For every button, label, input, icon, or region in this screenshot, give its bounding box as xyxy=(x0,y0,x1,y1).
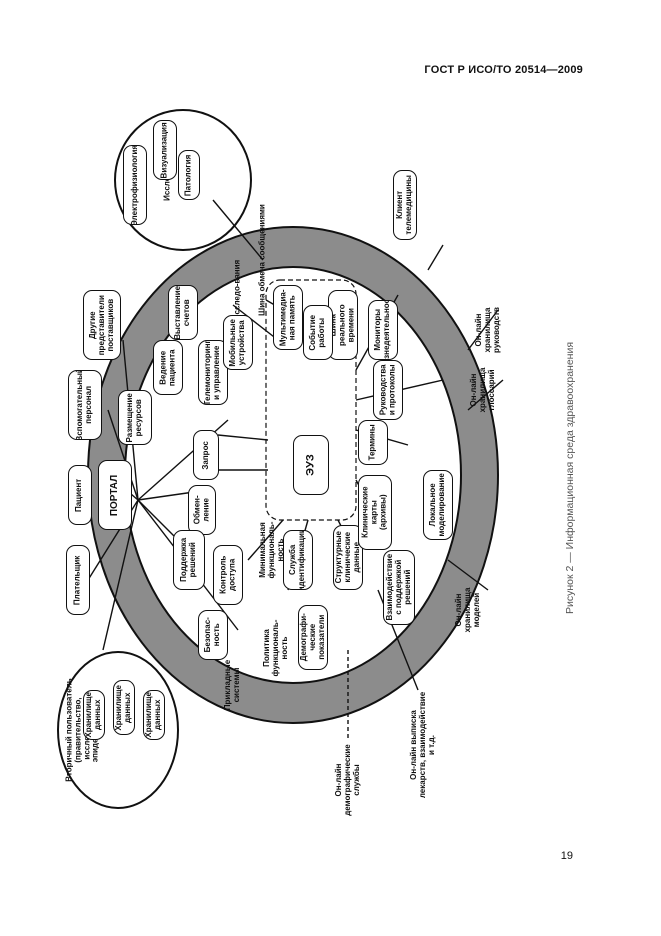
investigations-label: Исследо-вания xyxy=(232,259,242,321)
electrophysiology-box: Электрофизиология xyxy=(123,145,147,225)
portal-box: ПОРТАЛ xyxy=(98,460,132,530)
other-providers-box: Другие представители поставщиков xyxy=(83,290,121,360)
pathology-box: Патология xyxy=(178,150,200,200)
telemetry-box: Клиент телемедицины xyxy=(393,170,417,240)
query-box: Запрос xyxy=(193,430,219,480)
billing-box: Выставление счетов xyxy=(168,285,198,340)
imaging-box: Визуализация xyxy=(153,120,177,180)
core-dashed-region xyxy=(265,279,357,521)
data-store-box-3: Хранилище данных xyxy=(143,690,165,740)
data-store-box-2: Хранилище данных xyxy=(113,680,135,735)
security-box: Безопас-ность xyxy=(198,610,228,660)
terms-box: Термины xyxy=(358,420,388,465)
online-terms-label: Он-лайн хранилища глоссарий xyxy=(468,367,496,413)
payer-box: Плательщик xyxy=(66,545,90,615)
mobile-box: Мобильные устройства xyxy=(223,315,253,370)
local-model-box: Локальное моделирование xyxy=(423,470,453,540)
event-svc-box: Событие работы xyxy=(303,305,333,360)
data-store-box-1: Хранилище данных xyxy=(83,690,105,740)
patient-box: Пациент xyxy=(68,465,92,525)
online-demo-label: Он-лайн демографические службы xyxy=(333,744,361,816)
policy-label: Политика функциональ-ность xyxy=(261,619,289,677)
online-models-label: Он-лайн хранилища моделей xyxy=(453,587,481,633)
decision-support-box: Поддержка решений xyxy=(173,530,205,590)
infra-label: Прикладные системы xyxy=(223,659,241,711)
interaction-box: Взаимодействие с поддержкой решений xyxy=(383,550,415,625)
multimedia-box: Мультимедиа-ная память xyxy=(273,285,303,350)
aux-staff-box: Вспомогательный персонал xyxy=(68,370,102,440)
monitors-box: Мониторы жизнедеятельности xyxy=(368,300,398,360)
min-func-label: Минимальная функциональ-ность xyxy=(257,521,285,579)
guides-box: Руководства и протоколы xyxy=(373,360,403,420)
healthcare-information-diagram: Исследования Электрофизиология Визуализа… xyxy=(48,90,568,830)
patient-index-box: Ведение пациента xyxy=(153,340,183,395)
document-code: ГОСТ Р ИСО/ТО 20514—2009 xyxy=(424,64,583,76)
demographics-box: Демографи-ческие показатели xyxy=(298,605,328,670)
message-bus-label: Шина обмена сообщениями xyxy=(257,204,267,316)
access-control-box: Контроль доступа xyxy=(213,545,243,605)
page-number: 19 xyxy=(560,850,573,862)
exchange-box: Обмен-ление xyxy=(188,485,216,535)
id-service-box: Служба идентификации xyxy=(283,530,313,590)
clinical-records-box: Клинические карты (архивы) xyxy=(358,475,392,550)
ehr-core-box: ЭУЗ xyxy=(293,435,329,495)
resource-mgmt-box: Размещение ресурсов xyxy=(118,390,152,445)
online-care-label: Он-лайн выписка лекарств, взаимодействие… xyxy=(408,691,436,799)
tele-mgmt-box: Телемониторинг и управление xyxy=(198,340,228,405)
